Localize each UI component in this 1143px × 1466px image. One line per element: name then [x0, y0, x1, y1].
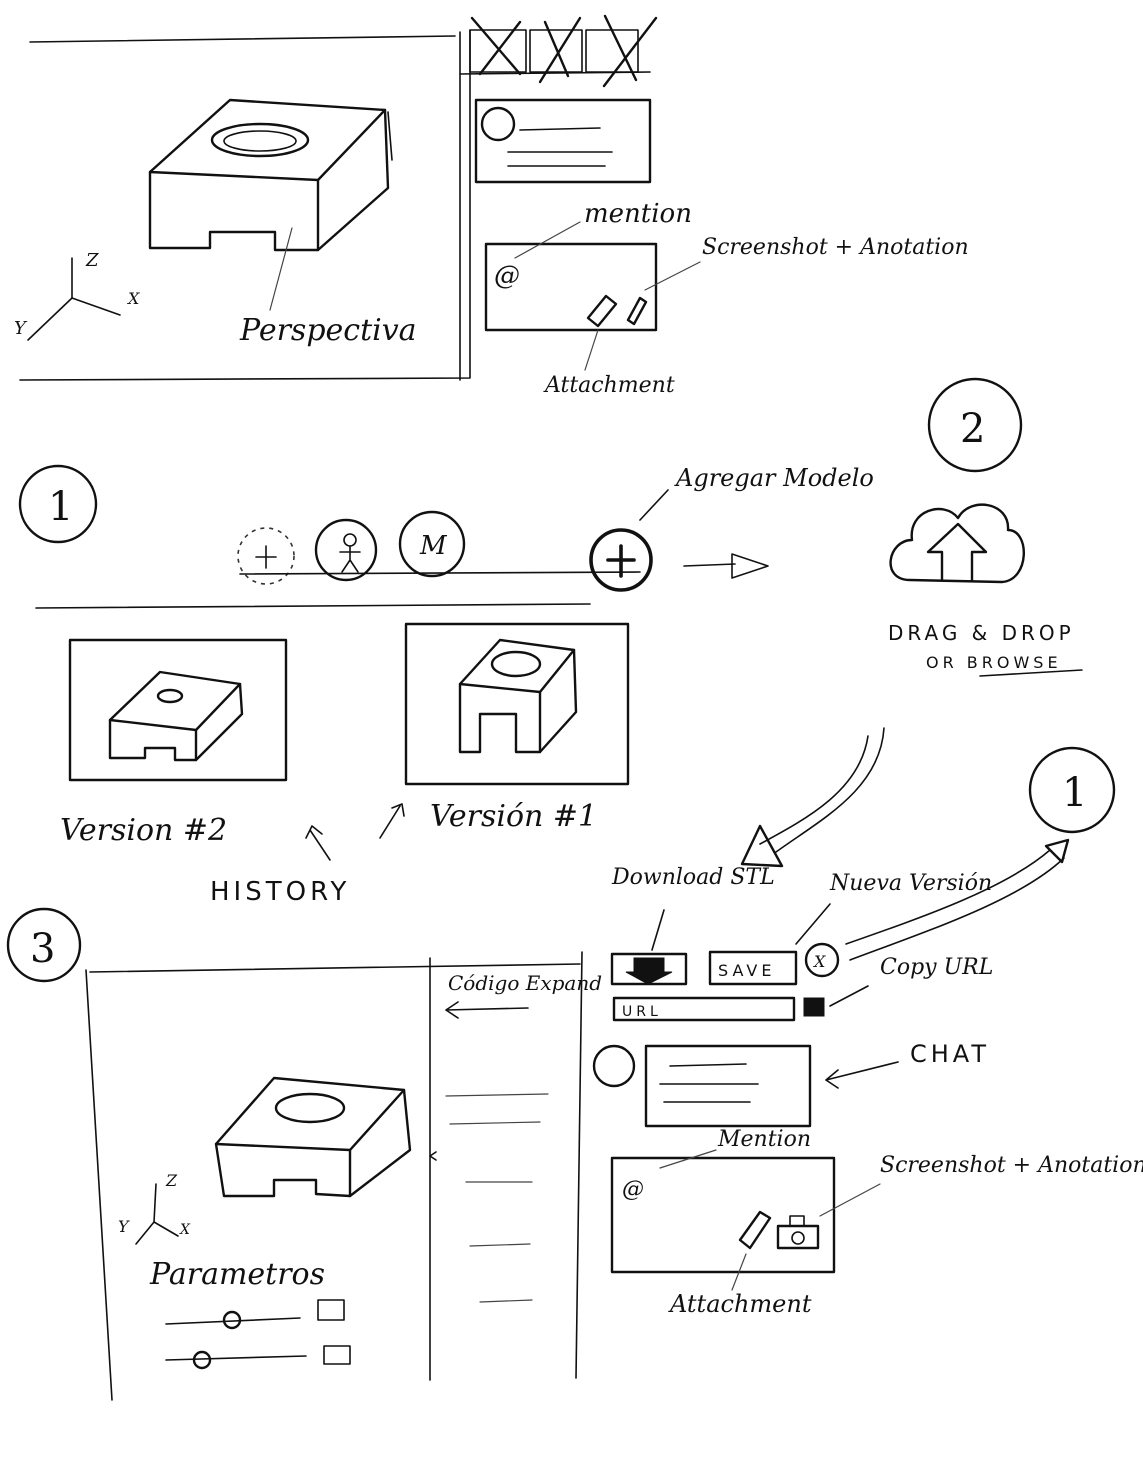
save-label: SAVE [718, 961, 775, 980]
step-1-right-number: 1 [1062, 770, 1087, 816]
axis-gizmo-top: Z X Y [14, 250, 140, 341]
pencil-icon [626, 296, 648, 326]
mention-top-label: mention [584, 199, 692, 229]
url-label: URL [622, 1004, 662, 1020]
middle-wireframe: 1 M Agregar Modelo Version #2 [18, 464, 874, 907]
attachment-top-label: Attachment [543, 373, 675, 398]
download-icon [625, 957, 673, 985]
top-composer: @ mention Screenshot + Anotation Attachm… [484, 199, 969, 398]
add-user-dashed-icon [237, 527, 295, 585]
avatar-m-label: M [419, 531, 448, 561]
model-bottom [214, 1076, 437, 1198]
version-2-card: Version #2 [60, 638, 288, 848]
close-icon [804, 942, 840, 978]
model-perspective [148, 98, 393, 252]
browse-label: OR BROWSE [926, 653, 1062, 672]
axis-gizmo-bottom: Z X Y [118, 1171, 191, 1245]
step-3-number: 3 [30, 926, 55, 972]
version-1-card: Versión #1 [404, 622, 630, 834]
code-lines [445, 1093, 549, 1303]
copy-url-label: Copy URL [880, 955, 993, 980]
attachment-bottom-label: Attachment [668, 1290, 812, 1318]
history-label: HISTORY [210, 877, 350, 907]
agregar-label: Agregar Modelo [674, 464, 874, 492]
version-1-label: Versión #1 [430, 799, 597, 834]
download-label: Download STL [611, 865, 775, 890]
nueva-version-label: Nueva Versión [829, 871, 992, 896]
close-x-label: X [812, 952, 826, 971]
at-icon-bottom: @ [622, 1177, 644, 1202]
top-comment-card [474, 98, 652, 184]
chat-card [644, 1044, 812, 1128]
save-button [708, 950, 798, 986]
screenshot-bottom-label: Screenshot + Anotation [880, 1153, 1143, 1178]
copy-url-icon [803, 997, 825, 1017]
add-model-button-icon [589, 528, 653, 592]
axis-x-label: X [126, 289, 140, 308]
param-slider-1 [165, 1299, 345, 1330]
drag-drop-label: DRAG & DROP [888, 621, 1075, 645]
top-wireframe: Z X Y Perspectiva @ [14, 14, 969, 398]
axis-y-label-bottom: Y [118, 1217, 130, 1236]
composer-box [610, 1156, 836, 1274]
axis-z-label: Z [85, 250, 99, 271]
cloud-icon [889, 503, 1025, 584]
user-avatar-icon [314, 518, 378, 582]
at-icon: @ [494, 261, 520, 291]
chat-avatar [592, 1044, 636, 1088]
screenshot-top-label: Screenshot + Anotation [702, 235, 969, 260]
axis-y-label: Y [14, 318, 28, 339]
param-slider-2 [165, 1345, 351, 1370]
parametros-label: Parametros [149, 1257, 325, 1292]
attachment-icon [586, 294, 618, 328]
perspectiva-label: Perspectiva [239, 313, 417, 348]
codigo-label: Código Expand [448, 971, 602, 995]
upload-arrow-icon [926, 522, 988, 582]
top-tabs [459, 14, 658, 88]
step-1-number: 1 [48, 484, 73, 530]
avatar-m-icon [398, 510, 466, 578]
chat-label: CHAT [910, 1040, 990, 1068]
upload-step: 2 DRAG & DROP OR BROWSE [740, 377, 1083, 868]
axis-z-label-bottom: Z [165, 1171, 178, 1190]
mention-bottom-label: Mention [717, 1127, 811, 1152]
step-2-number: 2 [960, 406, 985, 452]
bottom-wireframe: 3 Z X Y Parametros [6, 865, 1143, 1401]
axis-x-label-bottom: X [179, 1222, 191, 1238]
attachment-icon-bottom [738, 1210, 772, 1250]
step-1-right: 1 [845, 746, 1116, 961]
url-field [612, 996, 796, 1022]
version-2-label: Version #2 [60, 813, 227, 848]
